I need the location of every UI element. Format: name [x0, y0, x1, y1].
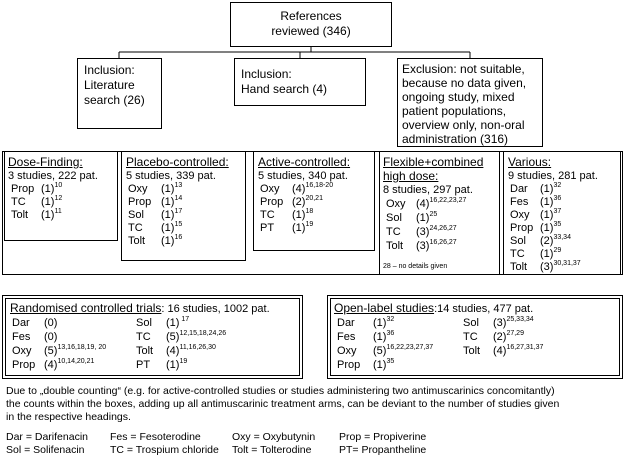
drug-row: TC(1)12: [11, 195, 63, 208]
references-line1: References: [280, 9, 342, 23]
legend-item: Fes = Fesoterodine: [110, 431, 201, 443]
drug-row: Sol(3)25,33,34: [463, 316, 534, 329]
legend-item: Sol = Solifenacin: [6, 444, 85, 456]
category-active-controlled: Active-controlled: 5 studies, 340 pat. O…: [253, 151, 375, 251]
drug-row: Dar(1)32: [337, 316, 395, 329]
inclusion-hand-box: Inclusion: Hand search (4): [234, 58, 366, 106]
inclusion-literature-line: search (26): [84, 93, 145, 107]
category-flexible-combined: Flexible+combined high dose: 8 studies, …: [379, 151, 500, 275]
drug-row: Tolt(3)16,26,27: [386, 239, 457, 252]
exclusion-line: Exclusion: not suitable,: [402, 62, 525, 76]
drug-row: Oxy(5)13,16,18,19, 20: [12, 344, 107, 357]
references-box: References reviewed (346): [230, 2, 392, 47]
category-placebo-controlled: Placebo-controlled: 5 studies, 339 pat. …: [121, 151, 246, 261]
drug-row: TC(1)15: [128, 221, 183, 234]
drug-row: Prop(2)20,21: [260, 195, 323, 208]
exclusion-line: ongoing study, mixed: [402, 90, 515, 104]
drug-row: Sol(2)33,34: [510, 234, 571, 247]
category-title: Flexible+combined: [383, 155, 484, 169]
drug-row: Tolt(1)16: [128, 234, 183, 247]
drug-row: Prop(1)35: [337, 358, 395, 371]
drug-row: Sol(1) 17: [136, 316, 190, 329]
inclusion-hand-line: Hand search (4): [241, 82, 328, 96]
legend-item: Tolt = Tolterodine: [232, 444, 312, 456]
category-title: high dose:: [383, 169, 439, 183]
drug-row: Oxy(1)13: [128, 182, 183, 195]
drug-row: Tolt(3)30,31,37: [510, 260, 581, 273]
exclusion-line: patient populations,: [402, 104, 507, 118]
legend-item: Oxy = Oxybutynin: [232, 431, 316, 443]
inclusion-literature-box: Inclusion: Literature search (26): [77, 58, 162, 129]
category-subtitle: 9 studies, 281 pat.: [508, 170, 598, 182]
drug-row: TC(2)27,29: [463, 330, 524, 343]
category-note: 28 – no details given: [383, 263, 448, 270]
drug-row: Dar(0): [12, 317, 58, 329]
category-dose-finding: Dose-Finding: 3 studies, 222 pat. Prop(1…: [4, 151, 118, 241]
inclusion-hand-line: Inclusion:: [241, 67, 292, 81]
legend-item: PT= Propantheline: [339, 444, 427, 456]
category-title: Various:: [508, 155, 552, 169]
category-title: Active-controlled:: [258, 155, 351, 169]
drug-row: Fes(1)36: [337, 330, 395, 343]
rct-title: Randomised controlled trials: [10, 301, 162, 315]
category-subtitle: 3 studies, 222 pat.: [8, 170, 98, 182]
drug-row: Fes(1)36: [510, 195, 562, 208]
drug-row: Sol(1)25: [386, 211, 438, 224]
drug-row: Sol(1)17: [128, 208, 183, 221]
open-label-box: Open-label studies:14 studies, 477 pat. …: [330, 298, 620, 376]
exclusion-line: because no data given,: [402, 76, 527, 90]
open-label-title: Open-label studies: [334, 301, 435, 315]
inclusion-literature-line: Inclusion:: [84, 63, 135, 77]
drug-row: Prop(4)10,14,20,21: [12, 358, 95, 371]
category-various: Various: 9 studies, 281 pat. Dar(1)32 Fe…: [503, 151, 621, 275]
drug-row: PT(1)19: [136, 358, 188, 371]
category-subtitle: 8 studies, 297 pat.: [383, 184, 473, 196]
drug-row: Oxy(5)16,22,23,27,37: [337, 344, 434, 357]
drug-row: Oxy(1)37: [510, 208, 562, 221]
drug-row: Dar(1)32: [510, 182, 562, 195]
drug-row: Prop(1)10: [11, 182, 63, 195]
category-title: Dose-Finding:: [8, 155, 83, 169]
category-title: Placebo-controlled:: [126, 155, 229, 169]
drug-row: Prop(1)35: [510, 221, 562, 234]
drug-row: TC(3)24,26,27: [386, 225, 457, 238]
drug-row: TC(5)12,15,18,24,26: [136, 330, 227, 343]
inclusion-literature-line: Literature: [84, 78, 135, 92]
legend-item: Dar = Darifenacin: [6, 431, 88, 443]
drug-row: Fes(0): [12, 331, 58, 343]
category-subtitle: 5 studies, 340 pat.: [258, 170, 348, 182]
legend-item: Prop = Propiverine: [339, 431, 427, 443]
drug-row: Oxy(4)16,22,23,27: [386, 197, 467, 210]
rct-subtitle: : 16 studies, 1002 pat.: [161, 303, 270, 315]
rct-header: Randomised controlled trials: 16 studies…: [10, 301, 270, 316]
exclusion-box: Exclusion: not suitable, because no data…: [397, 58, 543, 147]
drug-row: Tolt(4)11,16,26,30: [136, 344, 216, 357]
references-line2: reviewed (346): [271, 24, 351, 38]
drug-row: Tolt(1)11: [11, 208, 62, 221]
exclusion-line: overview only, non-oral: [402, 118, 525, 132]
open-label-header: Open-label studies:14 studies, 477 pat.: [334, 301, 533, 316]
legend-item: TC = Trospium chloride: [110, 444, 219, 456]
exclusion-line: administration (316): [402, 132, 509, 146]
rct-box: Randomised controlled trials: 16 studies…: [5, 298, 300, 376]
drug-row: Tolt(4)16,27,31,37: [463, 344, 544, 357]
category-subtitle: 5 studies, 339 pat.: [126, 170, 216, 182]
footnote: Due to „double counting“ (e.g. for activ…: [6, 385, 560, 423]
drug-row: PT(1)19: [260, 221, 314, 234]
drug-row: Prop(1)14: [128, 195, 183, 208]
open-label-subtitle: :14 studies, 477 pat.: [434, 303, 534, 315]
drug-row: Oxy(4)16,18-20: [260, 182, 334, 195]
drug-row: TC(1)29: [510, 247, 562, 260]
drug-row: TC(1)18: [260, 208, 314, 221]
